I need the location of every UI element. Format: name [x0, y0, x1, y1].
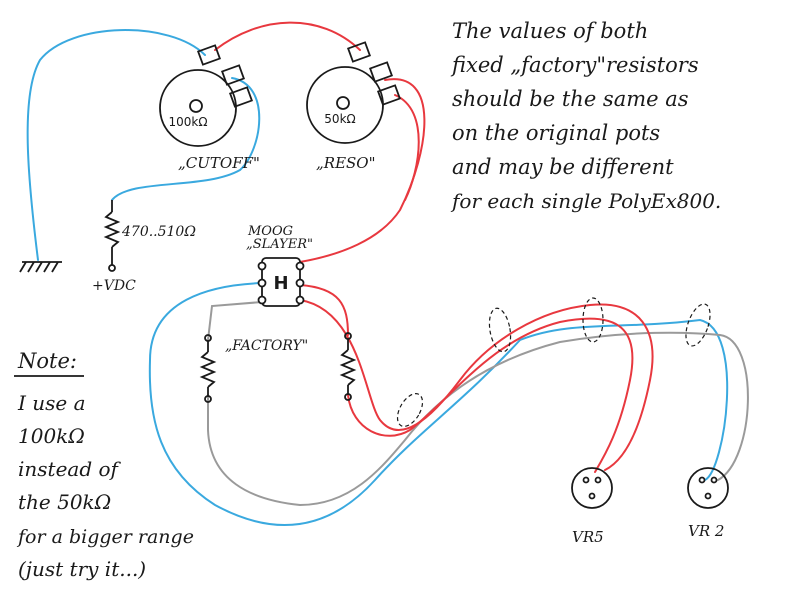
top-note-line: on the original pots — [452, 121, 660, 145]
red-wire-to-vr5 — [299, 299, 654, 471]
blue-wire-switch-loop — [148, 282, 729, 527]
side-note-line: instead of — [18, 457, 122, 481]
top-note-line: should be the same as — [452, 87, 689, 111]
factory-resistor-left — [199, 334, 217, 403]
blue-wires — [26, 29, 729, 527]
ground-icon — [19, 261, 62, 273]
side-note-line: the 50kΩ — [18, 490, 111, 514]
moog-slayer-switch — [257, 257, 305, 307]
reso-pot-label: „RESO" — [316, 154, 376, 172]
top-note-line: and may be different — [452, 155, 674, 179]
side-note-line: for a bigger range — [16, 526, 194, 548]
cutoff-pot: 100kΩ — [159, 44, 254, 147]
grey-wires — [207, 301, 749, 507]
side-note-line: 100kΩ — [18, 424, 85, 448]
cable-tie-1 — [396, 393, 424, 427]
reso-pot-lug-1 — [346, 41, 372, 63]
cable-ties — [396, 297, 711, 427]
reso-pot-body — [306, 66, 384, 144]
reso-pot-shaft — [336, 96, 350, 110]
cutoff-pot-lug-1 — [196, 44, 222, 66]
side-note-line: I use a — [17, 391, 86, 415]
cable-tie-2 — [488, 307, 512, 353]
side-note-line: (just try it...) — [18, 557, 146, 581]
reso-pot-lug-3 — [376, 84, 402, 106]
cutoff-pot-lug-3 — [228, 86, 254, 108]
top-note-line: for each single PolyEx800. — [450, 189, 721, 213]
switch-label-line1: MOOG — [247, 224, 293, 239]
grey-wire-bottom-loop — [207, 331, 749, 507]
red-wire-reso-down — [394, 94, 420, 201]
top-note: The values of both fixed „factory"resist… — [450, 19, 721, 213]
connector-vr2 — [687, 467, 729, 509]
factory-label: „FACTORY" — [225, 338, 308, 354]
switch-label-line2: „SLAYER" — [246, 237, 313, 252]
connector-vr5 — [571, 467, 613, 509]
top-note-line: The values of both — [452, 19, 648, 43]
blue-wire-ground — [26, 29, 206, 261]
cutoff-pot-value: 100kΩ — [168, 115, 207, 129]
reso-pot-value: 50kΩ — [324, 112, 355, 126]
top-note-line: fixed „factory"resistors — [450, 53, 699, 77]
supply-label: +VDC — [92, 278, 136, 294]
side-note: Note: I use a 100kΩ instead of the 50kΩ … — [14, 349, 194, 581]
side-note-title: Note: — [17, 349, 77, 373]
red-wire-switch-factory — [299, 284, 349, 336]
cable-tie-4 — [685, 303, 711, 347]
supply-resistor-value: 470..510Ω — [121, 224, 196, 240]
factory-resistor-right — [339, 332, 357, 401]
cutoff-pot-body — [159, 69, 237, 147]
red-wire-cutoff-reso — [214, 21, 361, 51]
red-wires — [214, 21, 654, 473]
reso-pot-lug-2 — [368, 61, 394, 83]
cutoff-pot-label: „CUTOFF" — [178, 154, 260, 172]
supply-resistor — [103, 200, 121, 272]
cutoff-pot-shaft — [189, 99, 203, 113]
red-wire-to-vr5-b — [347, 317, 634, 473]
cable-tie-3 — [582, 297, 604, 343]
connector-vr5-label: VR5 — [572, 528, 604, 546]
cutoff-pot-lug-2 — [220, 64, 246, 86]
blue-wire-cutoff-resistor — [111, 77, 261, 201]
connector-vr2-label: VR 2 — [688, 522, 724, 540]
switch-symbol: H — [273, 273, 288, 294]
grey-wire-factory-left — [207, 301, 263, 341]
reso-pot: 50kΩ — [306, 41, 402, 144]
